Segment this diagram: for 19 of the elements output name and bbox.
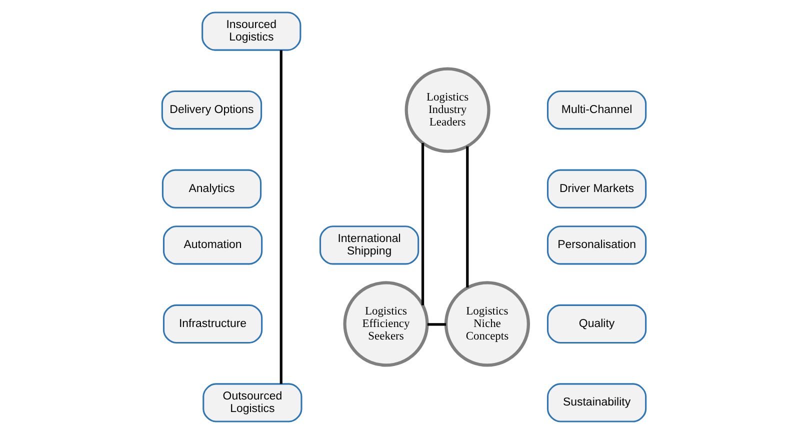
node-box: Sustainability <box>546 383 646 422</box>
node-box: Insourced Logistics <box>201 12 301 51</box>
node-box: Delivery Options <box>160 90 262 130</box>
node-box: Infrastructure <box>162 304 262 344</box>
node-box: Analytics <box>161 169 262 208</box>
node-circle: Logistics Efficiency Seekers <box>342 281 428 367</box>
connector <box>279 50 282 384</box>
node-box: Multi-Channel <box>546 90 646 130</box>
node-box: Quality <box>546 304 646 344</box>
connector <box>426 323 446 326</box>
connector <box>466 146 468 288</box>
node-box: International Shipping <box>318 226 419 265</box>
connector <box>420 143 424 306</box>
node-circle: Logistics Industry Leaders <box>404 67 490 153</box>
node-box: Outsourced Logistics <box>202 383 302 422</box>
node-circle: Logistics Niche Concepts <box>444 281 530 367</box>
node-box: Driver Markets <box>546 169 646 208</box>
node-box: Automation <box>162 226 262 265</box>
node-box: Personalisation <box>546 226 646 265</box>
